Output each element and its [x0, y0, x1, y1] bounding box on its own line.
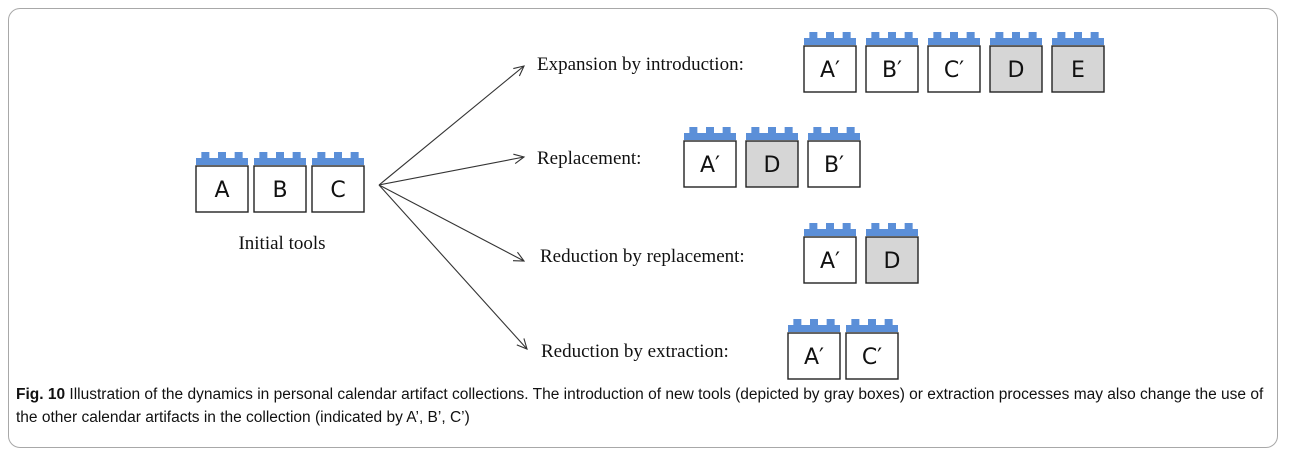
new-tool-box	[745, 140, 799, 188]
outcome-row-3: Reduction by extraction: A′ C′	[541, 319, 899, 380]
initial-tool-2: C	[311, 152, 365, 213]
tool-box	[845, 332, 899, 380]
arrowhead-3	[516, 338, 528, 350]
outcome-3-tool-0: A′	[787, 319, 841, 380]
outcome-label: Reduction by replacement:	[540, 246, 745, 267]
calendar-binding	[804, 223, 856, 236]
outcome-0-tool-3: D	[989, 32, 1043, 93]
tool-letter: C′	[944, 58, 964, 83]
tool-letter: A′	[700, 153, 720, 178]
calendar-binding	[928, 32, 980, 45]
outcome-0-tool-4: E	[1051, 32, 1105, 93]
calendar-binding	[788, 319, 840, 332]
outcome-label: Expansion by introduction:	[537, 54, 744, 75]
calendar-binding	[804, 32, 856, 45]
arrow-1	[378, 156, 525, 186]
tool-box	[803, 236, 857, 284]
calendar-binding	[684, 127, 736, 140]
arrowhead-0	[513, 65, 525, 77]
calendar-binding	[808, 127, 860, 140]
tool-letter: C′	[862, 345, 882, 370]
arrow-0	[378, 65, 525, 186]
initial-tool-0: A	[195, 152, 249, 213]
caption-text: Illustration of the dynamics in personal…	[16, 386, 1264, 426]
initial-tools-label: Initial tools	[238, 233, 325, 254]
tool-letter: A′	[820, 58, 840, 83]
arrow-3	[378, 184, 528, 350]
tool-letter: D	[764, 153, 781, 178]
arrowhead-1	[513, 153, 526, 165]
tool-box	[803, 45, 857, 93]
tool-box	[927, 45, 981, 93]
calendar-binding	[990, 32, 1042, 45]
outcome-2-tool-1: D	[865, 223, 919, 284]
outcome-0-tool-0: A′	[803, 32, 857, 93]
tool-box	[311, 165, 365, 213]
arrows	[378, 65, 528, 350]
caption-fig-label: Fig. 10	[16, 386, 66, 403]
initial-tool-1: B	[253, 152, 307, 213]
outcome-row-1: Replacement: A′ D B′	[537, 127, 861, 188]
tool-letter: B′	[882, 58, 902, 83]
tool-letter: A	[214, 178, 229, 203]
calendar-dynamics-diagram: A B C Initial tools Expansion by introduct…	[195, 32, 1105, 380]
arrow-2	[378, 184, 525, 262]
tool-box	[865, 45, 919, 93]
tool-letter: A′	[804, 345, 824, 370]
tool-letter: B	[272, 178, 287, 203]
tool-letter: C	[330, 178, 345, 203]
outcome-label: Reduction by extraction:	[541, 341, 729, 362]
outcome-0-tool-2: C′	[927, 32, 981, 93]
tool-box	[253, 165, 307, 213]
tool-box	[787, 332, 841, 380]
tool-letter: D	[884, 249, 901, 274]
tool-box	[683, 140, 737, 188]
calendar-binding	[196, 152, 248, 165]
calendar-binding	[846, 319, 898, 332]
calendar-binding	[866, 32, 918, 45]
calendar-binding	[254, 152, 306, 165]
tool-box	[807, 140, 861, 188]
tool-letter: E	[1071, 58, 1085, 83]
outcome-1-tool-2: B′	[807, 127, 861, 188]
tool-letter: A′	[820, 249, 840, 274]
outcome-row-2: Reduction by replacement: A′ D	[540, 223, 919, 284]
outcome-1-tool-1: D	[745, 127, 799, 188]
outcome-0-tool-1: B′	[865, 32, 919, 93]
tool-letter: B′	[824, 153, 844, 178]
tool-letter: D	[1008, 58, 1025, 83]
arrowhead-2	[512, 251, 526, 262]
calendar-binding	[312, 152, 364, 165]
outcome-1-tool-0: A′	[683, 127, 737, 188]
outcome-3-tool-1: C′	[845, 319, 899, 380]
outcome-label: Replacement:	[537, 148, 641, 169]
calendar-binding	[1052, 32, 1104, 45]
initial-tools-group: A B C	[195, 152, 365, 213]
outcome-row-0: Expansion by introduction: A′ B′ C′ D E	[537, 32, 1105, 93]
calendar-binding	[866, 223, 918, 236]
outcomes-group: Expansion by introduction: A′ B′ C′ D E Replac…	[537, 32, 1105, 380]
figure-caption: Fig. 10 Illustration of the dynamics in …	[16, 383, 1266, 429]
calendar-binding	[746, 127, 798, 140]
new-tool-box	[989, 45, 1043, 93]
new-tool-box	[865, 236, 919, 284]
new-tool-box	[1051, 45, 1105, 93]
outcome-2-tool-0: A′	[803, 223, 857, 284]
tool-box	[195, 165, 249, 213]
